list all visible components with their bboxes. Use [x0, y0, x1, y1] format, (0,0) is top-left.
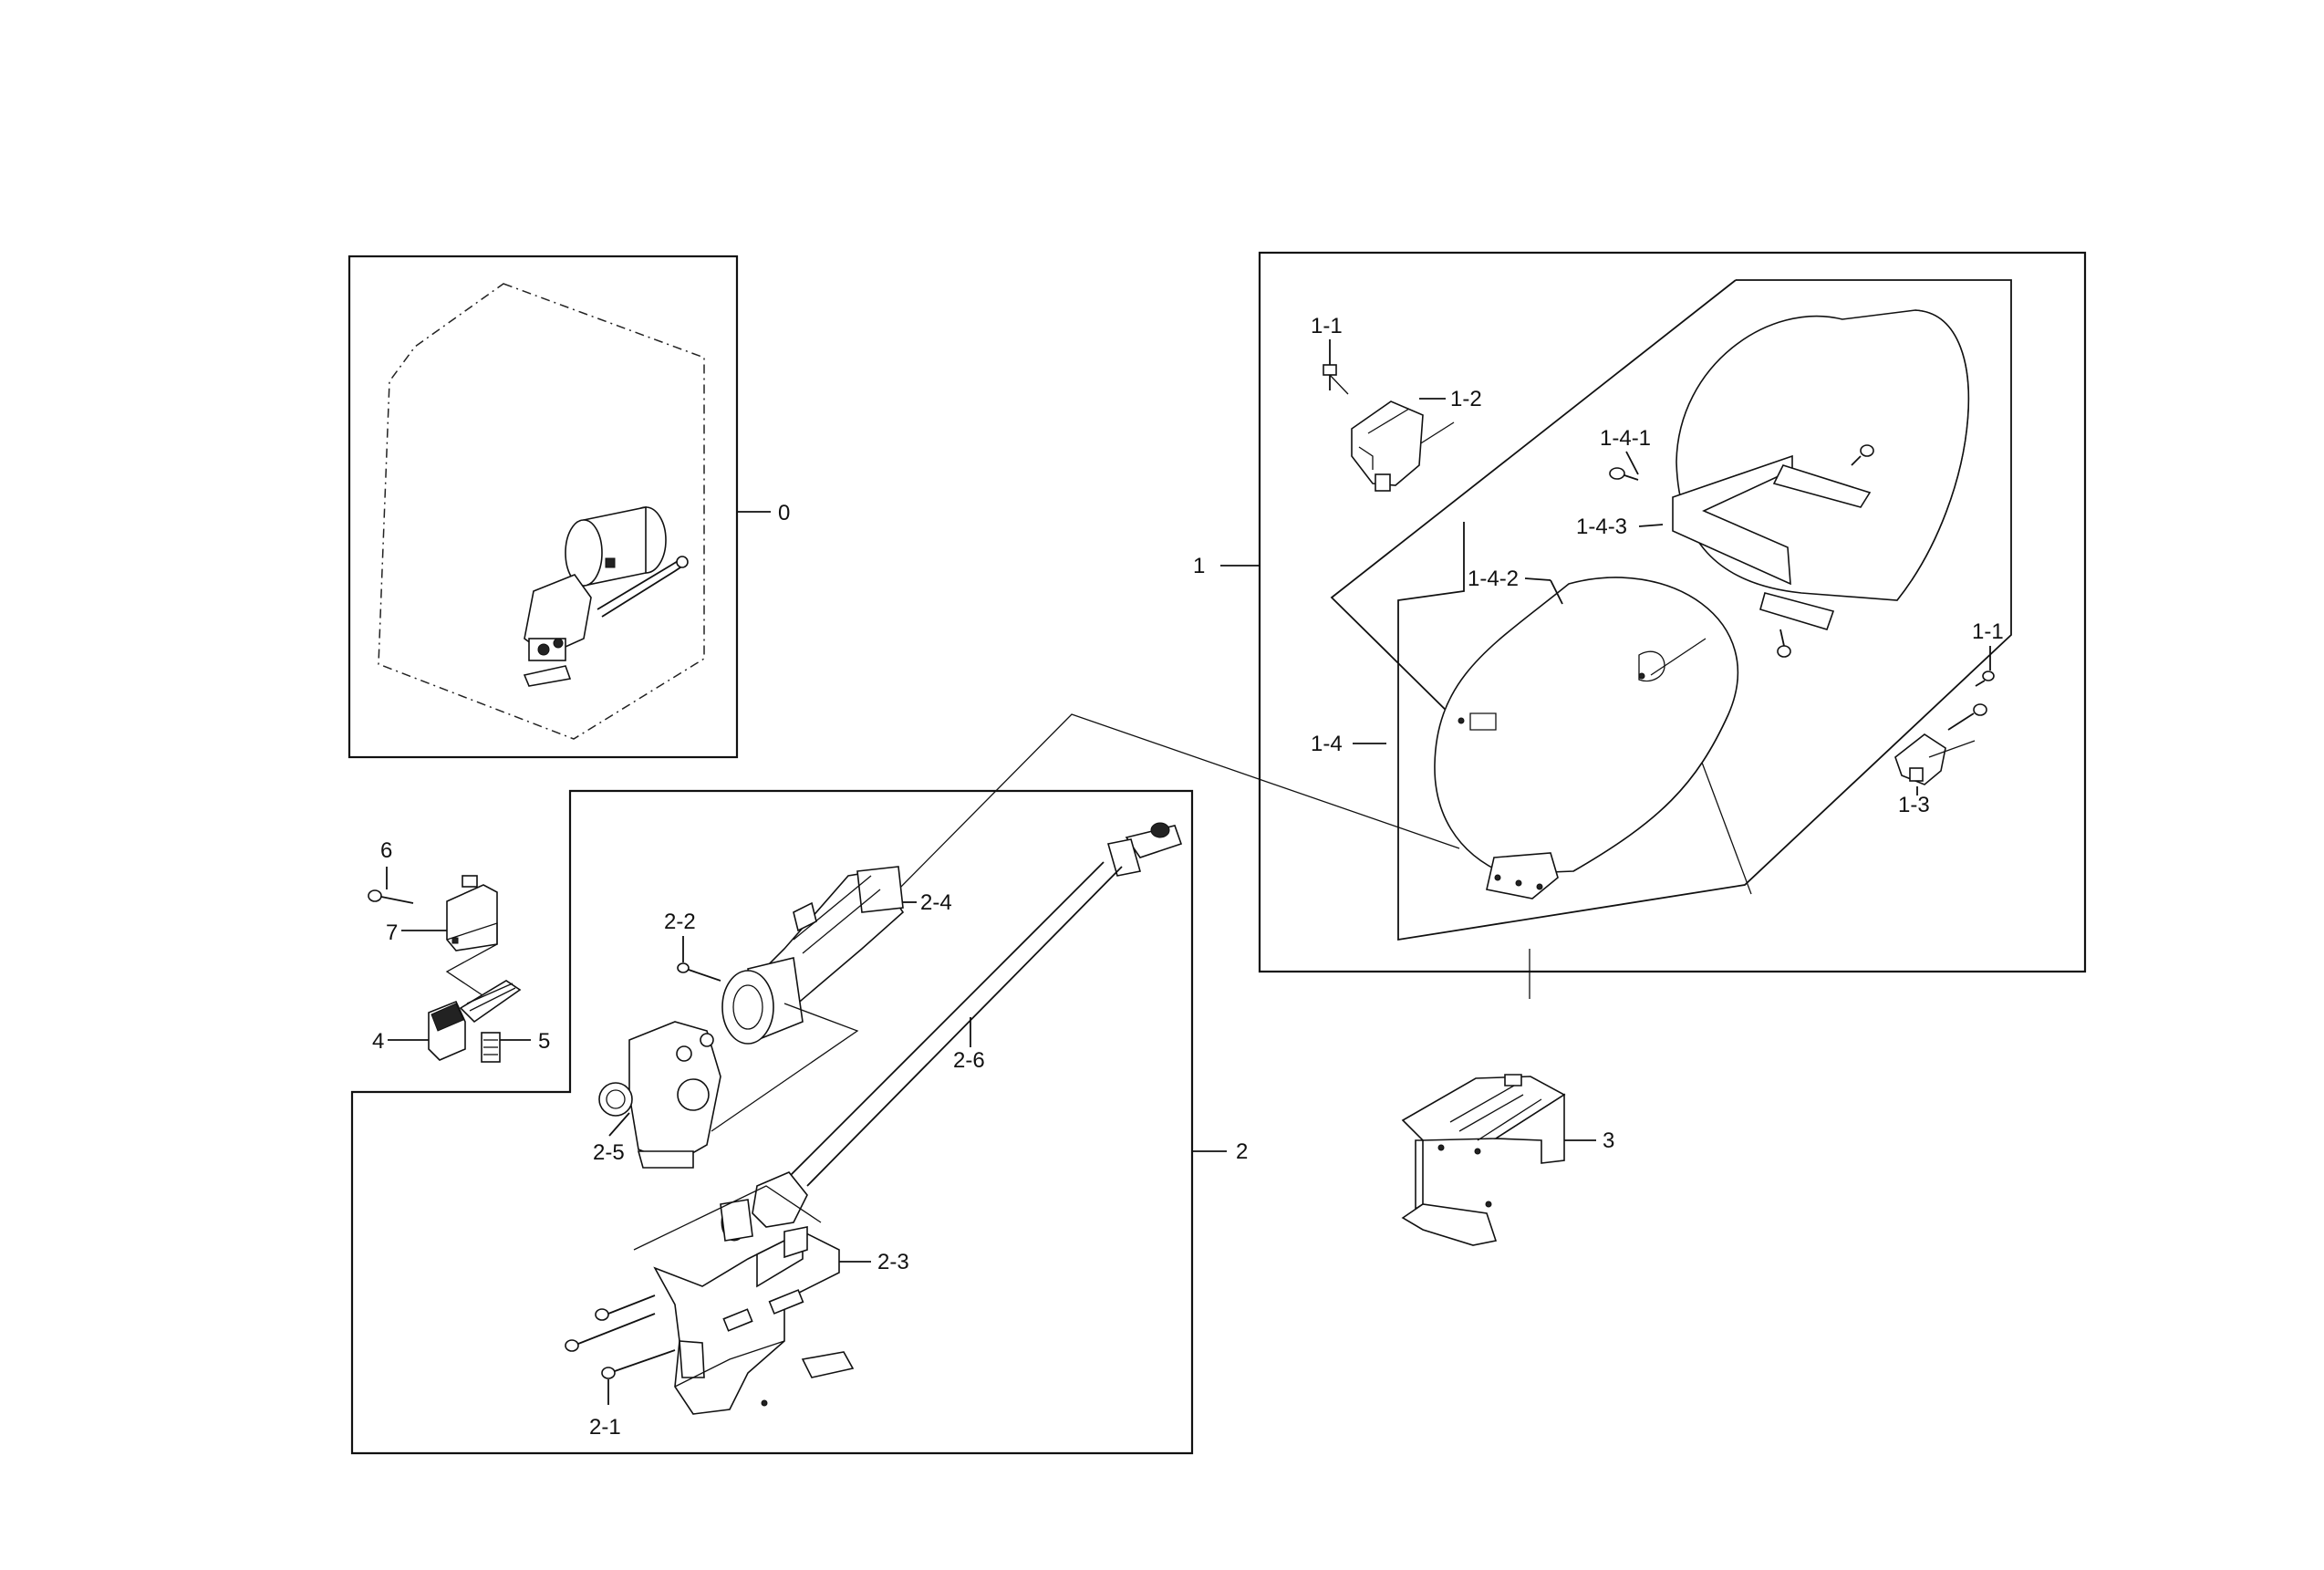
callout-2-label: 2 [1236, 1139, 1248, 1164]
pad-5[interactable] [481, 1032, 501, 1063]
drum-cylinder-upper[interactable] [1672, 309, 1970, 630]
callout-5: 5 [500, 1029, 550, 1054]
callout-6: 6 [380, 838, 392, 889]
callout-3-label: 3 [1603, 1128, 1614, 1153]
callout-7: 7 [386, 920, 447, 945]
callout-2-1: 2-1 [589, 1379, 621, 1440]
igniter-cylinder[interactable] [711, 957, 859, 1132]
callout-2-6-label: 2-6 [953, 1048, 985, 1073]
sensor-4[interactable] [428, 980, 522, 1061]
bracket-1-3[interactable] [1894, 733, 1976, 785]
gas-valve-2-5[interactable] [598, 1021, 721, 1169]
callout-1-2: 1-2 [1419, 387, 1482, 411]
screw-1-1-top[interactable] [1323, 364, 1349, 395]
callout-1-4-2: 1-4-2 [1468, 567, 1563, 605]
bracket-2-3[interactable] [633, 1185, 855, 1415]
callout-1-1-top-label: 1-1 [1311, 314, 1343, 338]
callout-2-5: 2-5 [593, 1112, 630, 1165]
callout-1-4-2-label: 1-4-2 [1468, 567, 1519, 591]
callout-1-label: 1 [1193, 554, 1205, 578]
assembly-1-frame [1258, 251, 2087, 973]
callout-1-3: 1-3 [1898, 786, 1930, 817]
screw-1-4-1[interactable] [1609, 467, 1639, 481]
callout-1-4: 1-4 [1311, 732, 1386, 756]
screw-2-1-c[interactable] [601, 1349, 676, 1379]
assembly-1-group: 1 1-1 1-2 1-4-1 1-4-3 1-4-2 1-4 [1193, 251, 2087, 999]
callout-1-4-3: 1-4-3 [1576, 515, 1664, 539]
callout-2-1-label: 2-1 [589, 1415, 621, 1440]
drum-cylinder-lower[interactable] [1434, 577, 1739, 899]
assembly-0-outline [378, 283, 705, 740]
callout-2-5-label: 2-5 [593, 1140, 625, 1165]
callout-3: 3 [1564, 1128, 1614, 1153]
clip-7[interactable] [446, 875, 498, 951]
assembly-0-frame [348, 255, 739, 759]
gas-valve-kit-0[interactable] [523, 506, 689, 687]
callout-1-2-label: 1-2 [1450, 387, 1482, 411]
mounting-bracket-3[interactable] [1401, 1074, 1566, 1246]
callout-2-3: 2-3 [839, 1250, 909, 1274]
callout-1-1-top: 1-1 [1311, 314, 1343, 365]
screw-drum-upper-right[interactable] [1851, 444, 1874, 466]
callout-1-4-3-label: 1-4-3 [1576, 515, 1627, 539]
screw-2-1-a[interactable] [595, 1294, 656, 1321]
gas-tube-2-6[interactable] [720, 822, 1183, 1242]
callout-2-4-label: 2-4 [920, 890, 952, 915]
bracket-1-2[interactable] [1351, 400, 1424, 492]
assembly-2-group: 2 2-1 2-2 2-3 2-4 2-5 2-6 [350, 713, 1460, 1455]
callout-5-label: 5 [538, 1029, 550, 1054]
assembly-2-frame [350, 789, 1194, 1455]
callout-1-4-1-label: 1-4-1 [1600, 426, 1651, 451]
parts-4-7-link [445, 943, 498, 1000]
duct-leader-line [893, 713, 1460, 895]
screw-drum-lower-right[interactable] [1777, 629, 1791, 658]
callout-1-1-right: 1-1 [1972, 619, 2004, 671]
callout-1-4-label: 1-4 [1311, 732, 1343, 756]
callout-4: 4 [372, 1029, 429, 1054]
screw-1-1-right-a[interactable] [1975, 671, 1995, 687]
callout-7-label: 7 [386, 920, 398, 945]
callout-2-6: 2-6 [953, 1017, 985, 1073]
callout-0-label: 0 [778, 501, 790, 525]
assembly-1-inner-outline [1397, 279, 2012, 941]
callout-4-label: 4 [372, 1029, 384, 1054]
assembly-0-group: 0 [348, 255, 790, 759]
screw-1-1-right-b[interactable] [1947, 703, 1987, 731]
callout-1-4-1: 1-4-1 [1600, 426, 1651, 475]
callout-2: 2 [1192, 1139, 1248, 1164]
callout-2-4: 2-4 [903, 890, 952, 915]
screw-2-1-b[interactable] [565, 1313, 656, 1352]
screw-6[interactable] [368, 889, 414, 904]
callout-1-1-right-label: 1-1 [1972, 619, 2004, 644]
callout-1: 1 [1193, 554, 1260, 578]
callout-2-2-label: 2-2 [664, 910, 696, 934]
callout-2-2: 2-2 [664, 910, 696, 962]
callout-6-label: 6 [380, 838, 392, 863]
callout-0: 0 [737, 501, 790, 525]
callout-2-3-label: 2-3 [877, 1250, 909, 1274]
screw-2-2[interactable] [677, 962, 721, 982]
callout-1-3-label: 1-3 [1898, 793, 1930, 817]
